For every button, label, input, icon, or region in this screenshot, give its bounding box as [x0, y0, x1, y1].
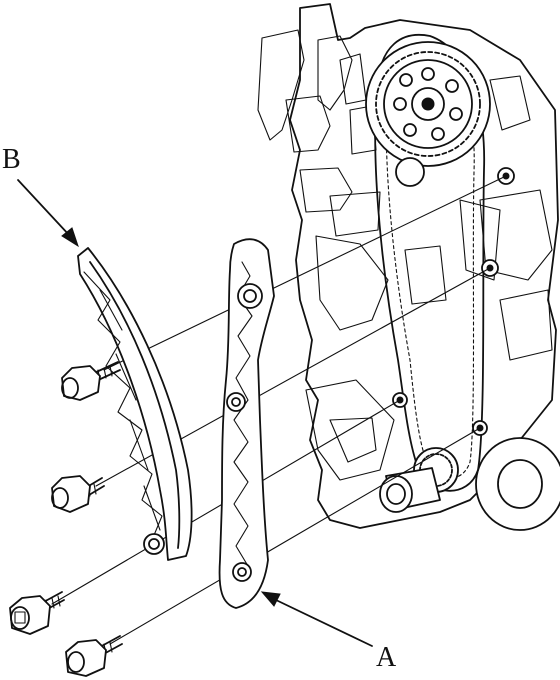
bolt-3: [9, 591, 65, 635]
crank-pulley: [475, 437, 560, 531]
callout-label-b: B: [2, 144, 21, 175]
bolt-1: [61, 361, 121, 401]
callout-a-arrowhead: [260, 591, 281, 607]
callout-label-a: A: [376, 642, 397, 673]
callout-b-arrowhead: [61, 227, 79, 248]
idler-boss: [395, 157, 425, 187]
cam-sprocket: [365, 41, 491, 167]
chain-guide-a: [218, 238, 275, 609]
crank-sprocket: [379, 447, 459, 513]
bolt-2: [51, 475, 105, 513]
bolt-4: [65, 635, 123, 677]
cam-sprocket-holes: [393, 67, 463, 141]
tensioner-arm-b: [77, 247, 193, 561]
callout-b: B: [2, 144, 79, 248]
callout-b-leader: [17, 179, 71, 237]
callout-a: A: [260, 591, 397, 673]
engine-block: [257, 3, 559, 529]
callout-a-leader: [275, 599, 373, 647]
